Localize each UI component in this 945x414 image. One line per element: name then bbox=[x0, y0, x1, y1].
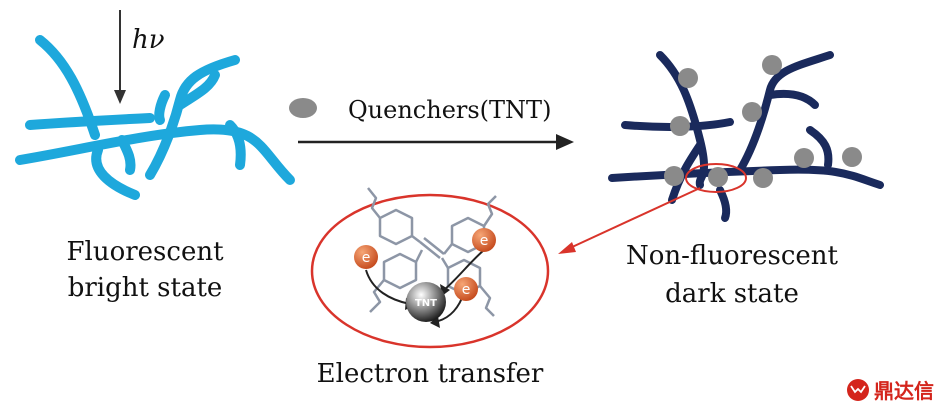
electron: e bbox=[354, 245, 378, 269]
bright-polymer-strand bbox=[117, 135, 136, 175]
dark-polymer-strand bbox=[608, 165, 884, 189]
electron-icon bbox=[354, 245, 378, 269]
dark-polymer-network bbox=[608, 51, 884, 222]
dark-polymer-strand bbox=[806, 126, 833, 169]
electron-label: e bbox=[362, 250, 371, 266]
quencher-particle bbox=[742, 102, 762, 122]
quencher-particle bbox=[753, 168, 773, 188]
zoom-pointer bbox=[558, 187, 701, 254]
dark-polymer-strand bbox=[766, 89, 819, 109]
dark-polymer-strand bbox=[736, 51, 834, 174]
electron-label: e bbox=[480, 233, 489, 249]
quencher-particle bbox=[664, 166, 684, 186]
electron-icon bbox=[472, 228, 496, 252]
benzene-ring bbox=[382, 252, 418, 290]
dark-polymer-strand bbox=[716, 186, 731, 222]
down-arrow-head bbox=[114, 90, 126, 104]
molecule-bond bbox=[482, 195, 497, 227]
light-arrow: hν bbox=[114, 10, 165, 104]
electron-flow-arrow bbox=[443, 249, 485, 291]
bright-polymer-strand bbox=[91, 145, 140, 200]
arrow-label: Quenchers(TNT) bbox=[348, 96, 551, 124]
electron: e bbox=[472, 228, 496, 252]
bottom-caption: Electron transfer bbox=[317, 359, 544, 389]
quencher-particle bbox=[842, 147, 862, 167]
fox-logo-face bbox=[850, 385, 866, 394]
quencher-particle bbox=[678, 68, 698, 88]
zoom-pointer-line bbox=[569, 187, 701, 249]
watermark: 鼎达信 bbox=[847, 379, 934, 403]
tnt-sphere bbox=[406, 282, 446, 322]
electron-icon bbox=[454, 277, 478, 301]
molecule-bond bbox=[411, 235, 421, 243]
dark-polymer-strand bbox=[656, 51, 708, 189]
quencher-particle bbox=[708, 167, 728, 187]
left-caption-line-1: Fluorescent bbox=[66, 237, 224, 267]
light-label: hν bbox=[132, 25, 165, 55]
electron-transfer-ellipse bbox=[310, 193, 550, 349]
bright-polymer-network bbox=[15, 35, 295, 200]
quencher-icon bbox=[289, 98, 317, 118]
binding-site-highlight bbox=[685, 163, 747, 193]
tnt-label: TNT bbox=[415, 298, 437, 309]
bright-polymer-strand bbox=[175, 70, 220, 110]
molecule-bond bbox=[369, 279, 385, 313]
molecule-bond bbox=[423, 237, 445, 255]
molecule-bond bbox=[414, 249, 424, 263]
molecule-bond bbox=[419, 241, 441, 259]
molecule-bond bbox=[479, 285, 495, 317]
electron: e bbox=[454, 277, 478, 301]
right-caption-line-2: dark state bbox=[665, 279, 799, 309]
arrow-head bbox=[430, 316, 440, 328]
bright-polymer-strand bbox=[154, 90, 170, 125]
electron-flow-arrow bbox=[365, 269, 411, 305]
molecule-bond bbox=[443, 243, 453, 255]
molecule-bond bbox=[367, 187, 381, 219]
right-arrow-head bbox=[556, 134, 574, 150]
quencher-particles bbox=[664, 55, 862, 188]
zoom-pointer-head bbox=[558, 242, 576, 254]
bright-polymer-strand bbox=[225, 120, 246, 170]
bright-polymer-strand bbox=[15, 124, 295, 185]
benzene-ring bbox=[378, 208, 414, 246]
electron-label: e bbox=[462, 282, 471, 298]
molecule-bond bbox=[440, 257, 450, 269]
right-caption-line-1: Non-fluorescent bbox=[626, 241, 839, 271]
dark-polymer-strand bbox=[668, 141, 704, 204]
quencher-particle bbox=[670, 116, 690, 136]
left-caption-line-2: bright state bbox=[68, 273, 223, 303]
quencher-particle bbox=[794, 148, 814, 168]
bright-polymer-strand bbox=[35, 35, 100, 140]
quencher-particle bbox=[762, 55, 782, 75]
reaction-arrow bbox=[298, 134, 574, 150]
watermark-text: 鼎达信 bbox=[874, 379, 934, 403]
